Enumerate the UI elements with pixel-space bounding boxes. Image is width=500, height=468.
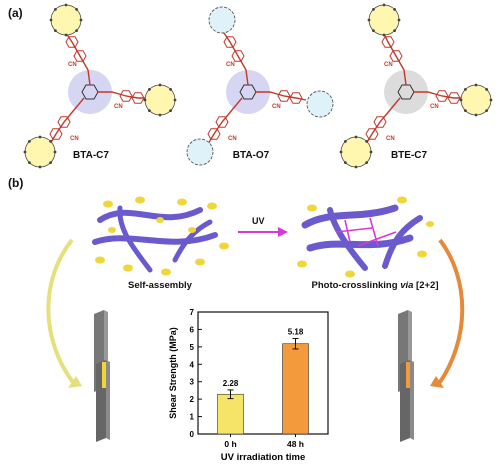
y-tick-label: 3	[190, 378, 195, 387]
photo-crosslinked-illustration	[297, 196, 434, 278]
molecule-name-bta-c7: BTA-C7	[73, 150, 109, 161]
substrate-left	[94, 310, 110, 442]
scheme-panel: UV	[46, 196, 465, 442]
panel-label-b: (b)	[8, 176, 24, 190]
crown-ether-ring	[367, 3, 401, 37]
cn-label: CN	[68, 62, 77, 68]
y-axis-label: Shear Strength (MPa)	[168, 327, 178, 419]
x-tick-label: 0 h	[224, 439, 236, 449]
photo-crosslinking-caption: Photo-crosslinking via [2+2]	[311, 280, 439, 291]
panel-label-a: (a)	[8, 6, 23, 20]
data-label: 5.18	[288, 327, 304, 336]
cn-label: CN	[226, 62, 235, 68]
cn-label: CN	[430, 104, 439, 110]
cn-label: CN	[70, 136, 79, 142]
molecule-panel: CN CN CN CN CN CN CN CN CN	[23, 3, 493, 169]
cn-label: CN	[114, 104, 123, 110]
molecule-bta-o7: CN CN CN	[186, 6, 334, 166]
y-tick-label: 2	[190, 395, 195, 404]
curved-arrow-right-head	[430, 376, 444, 388]
data-label: 2.28	[223, 379, 239, 388]
cn-label: CN	[272, 104, 281, 110]
oxa-ring	[208, 6, 236, 34]
self-assembly-illustration	[92, 196, 229, 276]
substrate-right	[398, 310, 414, 442]
cn-label: CN	[228, 136, 237, 142]
uv-label: UV	[252, 216, 265, 226]
crown-ether-ring	[49, 3, 83, 37]
x-axis-label: UV irradiation time	[221, 452, 305, 463]
uv-arrow-head	[278, 227, 288, 237]
y-tick-label: 4	[190, 360, 195, 369]
x-tick-label: 48 h	[287, 439, 304, 449]
adhesive-layer-cured	[406, 362, 410, 388]
plot-frame	[197, 311, 329, 435]
cn-label: CN	[386, 136, 395, 142]
crown-ether-ring	[143, 83, 177, 117]
oxa-ring	[306, 90, 334, 118]
molecule-name-bte-c7: BTE-C7	[390, 150, 428, 161]
crown-ether-ring	[459, 83, 493, 117]
curved-arrow-right	[436, 238, 465, 387]
y-tick-label: 0	[190, 430, 195, 439]
curved-arrow-left	[46, 238, 77, 387]
bar-0	[217, 393, 244, 435]
bar-1	[282, 343, 309, 435]
y-tick-label: 1	[190, 413, 195, 422]
y-tick-label: 7	[190, 308, 195, 317]
cn-label: CN	[384, 62, 393, 68]
y-tick-label: 6	[190, 325, 195, 334]
shear-strength-chart: 0 1 2 3 4 5 6 7 2.28 0 h 5.18 48 h UV irradiation ti…	[168, 308, 329, 463]
molecule-name-bta-o7: BTA-O7	[232, 150, 270, 161]
y-tick-label: 5	[190, 343, 195, 352]
curved-arrow-left-head	[68, 376, 82, 388]
self-assembly-caption: Self-assembly	[128, 280, 192, 291]
adhesive-layer-uncured	[102, 362, 106, 388]
molecule-bta-c7: CN CN CN	[23, 3, 177, 169]
molecule-bte-c7: CN CN CN	[339, 3, 493, 169]
